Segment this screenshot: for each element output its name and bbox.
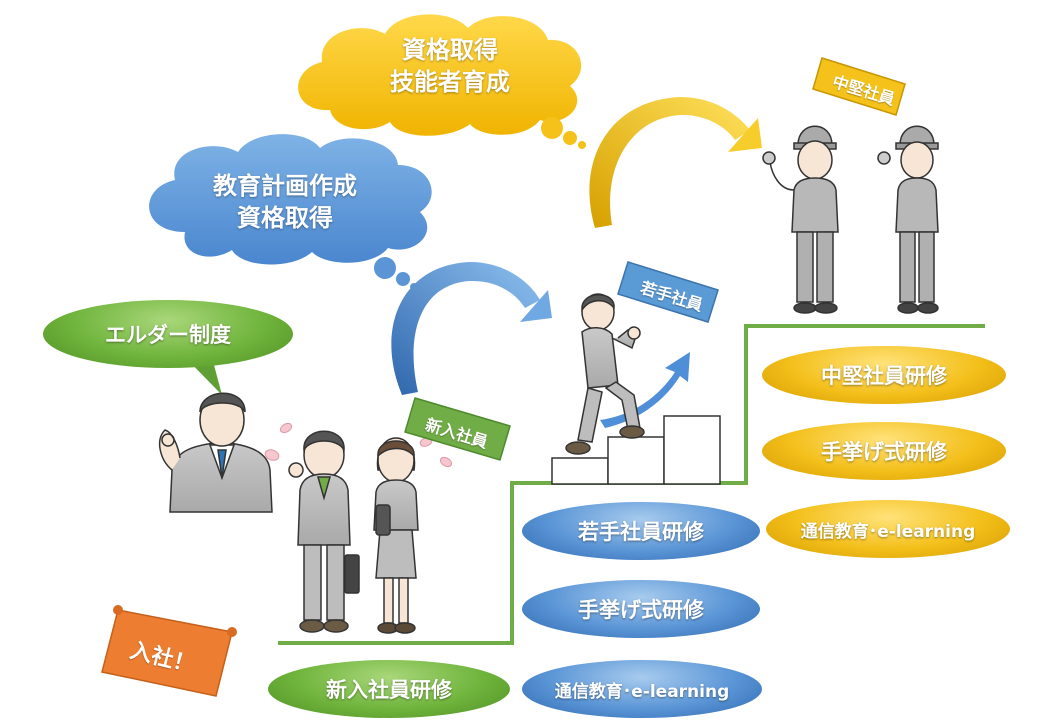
stairs-icon <box>551 415 721 485</box>
cherry-petal-icons <box>264 422 453 468</box>
gold-curved-arrow <box>589 97 762 228</box>
blue-curved-arrow <box>391 262 552 395</box>
banner-joining <box>101 605 237 697</box>
training-new-employee-label: 新入社員研修 <box>326 678 452 702</box>
businessman-ok-icon <box>158 392 273 513</box>
training-mid-employee-label: 中堅社員研修 <box>821 364 947 388</box>
training-new-employee: 新入社員研修 <box>268 660 510 718</box>
banner-young-employee <box>617 261 719 323</box>
training-mid-employee: 中堅社員研修 <box>762 346 1006 404</box>
yellow-cloud-text: 資格取得 技能者育成 <box>330 34 570 98</box>
blue-cloud-text: 教育計画作成 資格取得 <box>170 170 400 234</box>
training-young-employee-label: 若手社員研修 <box>578 520 704 544</box>
training-young-elearning-label: 通信教育･e-learning <box>554 681 730 702</box>
yellow-thought-cloud <box>298 14 586 149</box>
yellow-cloud-line1: 資格取得 <box>402 36 498 64</box>
training-young-elearning: 通信教育･e-learning <box>522 660 762 718</box>
training-young-hand-raise-label: 手挙げ式研修 <box>578 598 704 622</box>
new-employee-female-icon <box>373 437 419 634</box>
training-mid-elearning-label: 通信教育･e-learning <box>800 521 976 542</box>
training-young-hand-raise: 手挙げ式研修 <box>522 580 760 638</box>
worker-female-icon <box>877 125 939 314</box>
banner-mid-employee <box>812 57 906 116</box>
blue-cloud-line2: 資格取得 <box>237 204 333 232</box>
climbing-employee-icon <box>565 293 645 455</box>
rising-arrow <box>600 352 690 428</box>
training-mid-hand-raise: 手挙げ式研修 <box>762 422 1006 480</box>
training-young-employee: 若手社員研修 <box>522 502 760 560</box>
elder-speech-bubble: エルダー制度 <box>43 300 293 368</box>
yellow-cloud-line2: 技能者育成 <box>390 68 510 96</box>
training-mid-elearning: 通信教育･e-learning <box>766 500 1010 558</box>
elder-speech-text: エルダー制度 <box>105 323 231 347</box>
banner-new-employee <box>404 397 511 461</box>
blue-cloud-line1: 教育計画作成 <box>213 172 357 200</box>
new-employee-male-icon <box>288 430 360 633</box>
worker-male-icon <box>762 125 839 314</box>
training-mid-hand-raise-label: 手挙げ式研修 <box>821 440 947 464</box>
